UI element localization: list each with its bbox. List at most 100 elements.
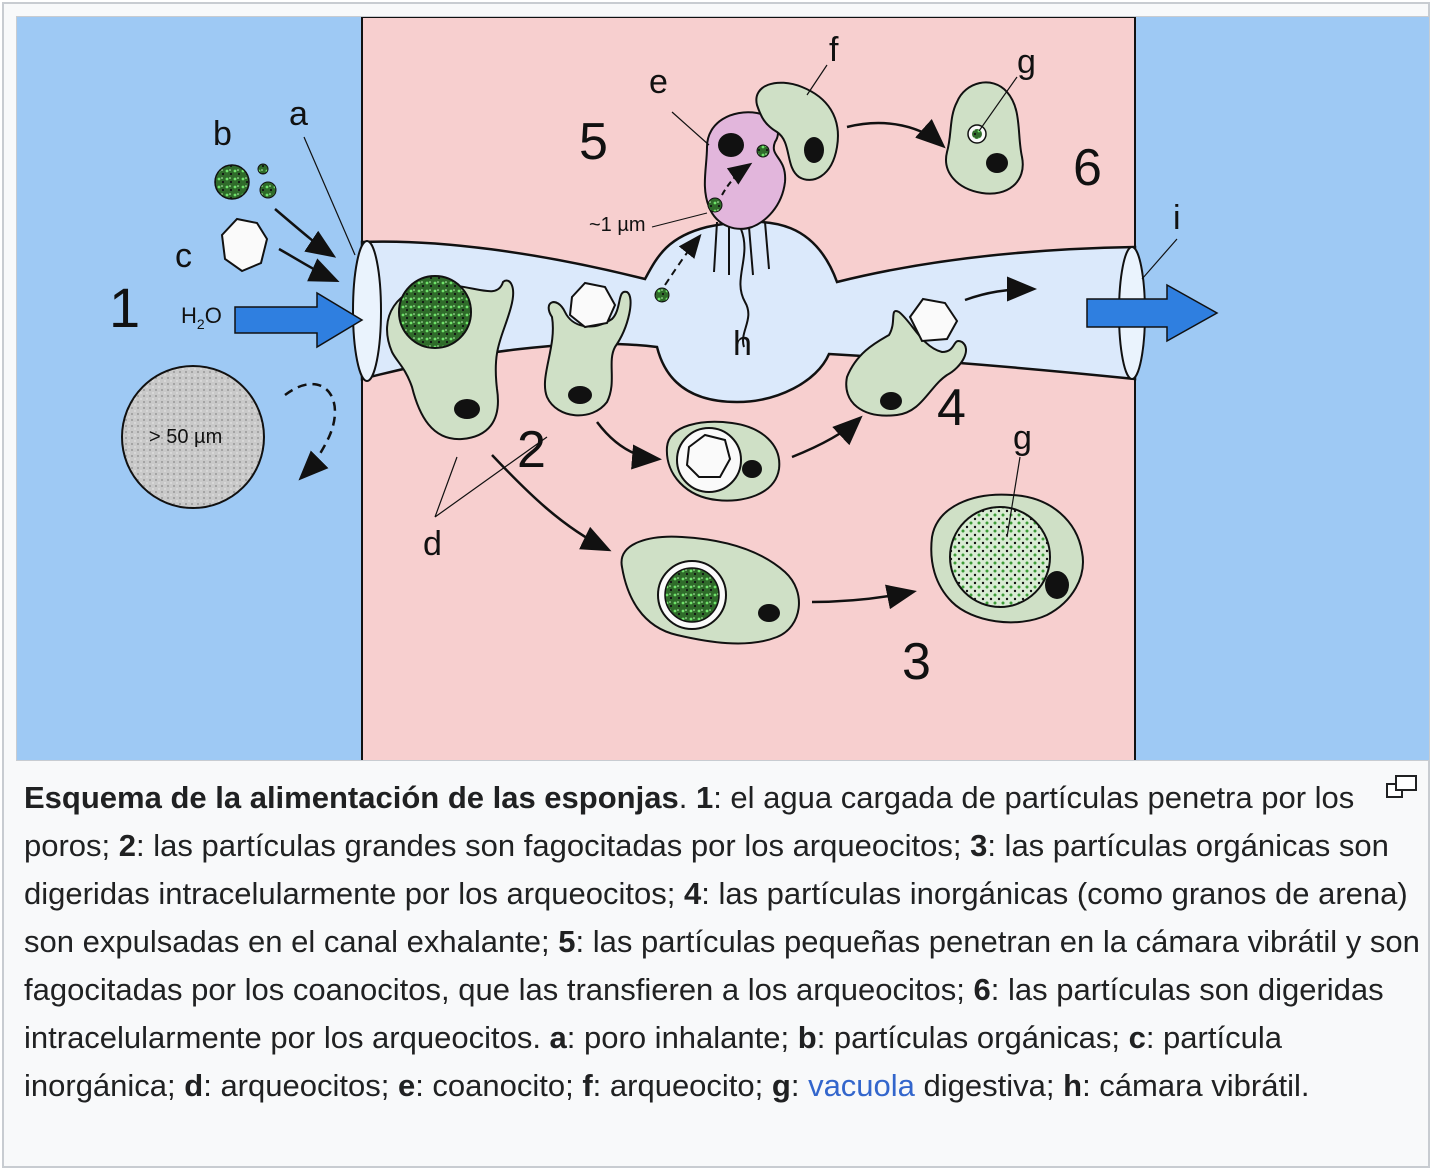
- enlarge-icon[interactable]: [1386, 774, 1418, 800]
- caption-text-5: : las partículas pequeñas penetran en la…: [24, 924, 1420, 1007]
- label-b: b: [213, 115, 232, 153]
- caption-text-1: : el agua cargada de partículas penetra …: [24, 780, 1355, 863]
- caption-key-e: e: [397, 1068, 416, 1103]
- nucleus: [986, 153, 1008, 173]
- vacuola-link[interactable]: vacuola: [808, 1068, 915, 1103]
- label-g-top: g: [1017, 43, 1036, 81]
- caption-text-d: : arqueocitos;: [203, 1068, 398, 1103]
- nucleus: [804, 137, 824, 163]
- leader-d: [434, 436, 548, 518]
- particle-in-vacuole: [972, 129, 982, 139]
- caption-key-2: 2: [118, 828, 137, 863]
- outside-water-right: [1135, 17, 1429, 760]
- caption-key-6: 6: [973, 972, 991, 1007]
- caption-text-g-post: digestiva;: [914, 1068, 1064, 1103]
- figure-caption: Esquema de la alimentación de las esponj…: [24, 780, 1420, 1103]
- caption-text-2: : las partículas grandes son fagocitadas…: [136, 828, 971, 863]
- archeocyte-d2: [543, 290, 632, 417]
- label-e: e: [649, 63, 668, 101]
- arrow-d2-to-vacuole: [596, 421, 662, 470]
- nucleus: [454, 399, 480, 419]
- nucleus: [880, 392, 902, 410]
- caption-key-d: d: [184, 1068, 204, 1103]
- nucleus: [718, 133, 744, 157]
- inorganic-particle: [220, 217, 269, 273]
- organic-in-vacuole: [664, 567, 720, 623]
- small-particle-transfer: [756, 144, 770, 158]
- label-c: c: [175, 237, 192, 275]
- label-3: 3: [902, 633, 931, 691]
- flagellum: [739, 228, 750, 348]
- caption-key-4: 4: [683, 876, 702, 911]
- caption-key-a: a: [549, 1020, 567, 1055]
- leader-micro: [651, 212, 708, 228]
- leader-f: [806, 64, 828, 96]
- caption-title: Esquema de la alimentación de las esponj…: [24, 780, 679, 815]
- engulfed-organic-particle: [398, 275, 472, 349]
- label-h: h: [733, 325, 752, 363]
- caption-text-3: : las partículas orgánicas son digeridas…: [24, 828, 1389, 911]
- water-in-arrow: [234, 291, 364, 349]
- inorganic-in-vacuole: [685, 433, 732, 478]
- leader-g-bottom: [1006, 456, 1021, 538]
- label-water: H2O: [181, 303, 222, 332]
- arrow-b-to-pore: [274, 208, 337, 258]
- microvilli: [713, 221, 770, 276]
- caption-text-6: : las partículas son digeridas intracelu…: [24, 972, 1384, 1055]
- caption-text-g-pre: :: [790, 1068, 809, 1103]
- sponge-feeding-diagram[interactable]: > 50 µm: [16, 16, 1430, 761]
- caption-key-c: c: [1128, 1020, 1146, 1055]
- large-size-label: > 50 µm: [149, 426, 222, 448]
- label-a: a: [289, 95, 308, 133]
- leader-a: [303, 136, 356, 256]
- caption-text-4: : las partículas inorgánicas (como grano…: [24, 876, 1408, 959]
- caption-key-1: 1: [695, 780, 714, 815]
- inhalant-pore: [352, 240, 382, 382]
- label-5: 5: [579, 113, 608, 171]
- label-1: 1: [109, 276, 140, 339]
- arrow-vacuole-to-expel: [791, 415, 863, 459]
- arrow-large-rejected: [284, 382, 337, 481]
- nucleus: [1045, 571, 1069, 599]
- caption-key-h: h: [1063, 1068, 1083, 1103]
- arrow-c-to-pore: [278, 247, 340, 283]
- diagram-svg: > 50 µm: [17, 17, 1429, 760]
- label-i: i: [1173, 199, 1181, 237]
- nucleus: [568, 386, 592, 404]
- arrow-3-to-digest: [811, 584, 917, 610]
- organic-particle: [214, 164, 250, 200]
- label-6: 6: [1073, 139, 1102, 197]
- caption-key-g: g: [771, 1068, 791, 1103]
- large-particle: [121, 365, 265, 509]
- arrow-f-to-6: [846, 118, 946, 149]
- caption-key-3: 3: [970, 828, 988, 863]
- organic-particle-small: [259, 181, 277, 199]
- label-d: d: [423, 525, 442, 563]
- caption-key-f: f: [582, 1068, 593, 1103]
- expelled-inorganic-particle: [908, 297, 959, 343]
- label-f: f: [829, 31, 839, 69]
- caption-text-e: : coanocito;: [415, 1068, 583, 1103]
- leader-g-top: [978, 76, 1018, 132]
- label-micro: ~1 µm: [589, 214, 646, 236]
- label-4: 4: [937, 379, 966, 437]
- leader-i: [1141, 238, 1178, 280]
- caption-key-b: b: [797, 1020, 817, 1055]
- caption-text-h: : cámara vibrátil.: [1082, 1068, 1310, 1103]
- nucleus: [758, 604, 780, 622]
- arrow-expel-out: [964, 276, 1037, 302]
- organic-particle-small: [257, 163, 269, 175]
- leader-e: [671, 111, 710, 146]
- nucleus: [742, 460, 762, 478]
- caption-text-a: : poro inhalante;: [566, 1020, 798, 1055]
- caption-key-5: 5: [558, 924, 576, 959]
- caption-text-b: : partículas orgánicas;: [816, 1020, 1129, 1055]
- water-out-arrow: [1086, 283, 1219, 343]
- caption-text-f: : arqueocito;: [592, 1068, 772, 1103]
- label-g-bottom: g: [1013, 419, 1032, 457]
- label-2: 2: [517, 421, 546, 479]
- engulfed-inorganic-particle: [568, 281, 617, 329]
- arrow-small-particle-2: [721, 162, 753, 196]
- archeocyte-expelling: [845, 310, 967, 417]
